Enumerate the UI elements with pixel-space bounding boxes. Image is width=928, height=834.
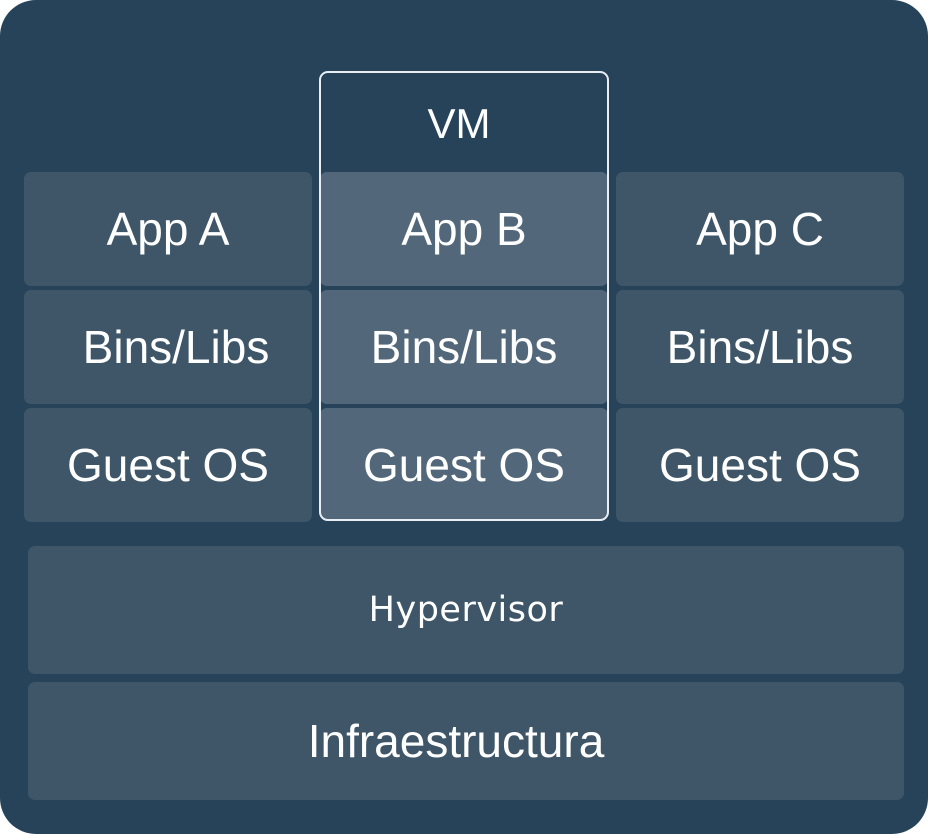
bins-libs-c-cell: Bins/Libs <box>616 290 904 404</box>
app-b-cell: App B <box>320 172 608 286</box>
hypervisor-layer: Hypervisor <box>28 546 904 674</box>
bins-libs-a-cell: Bins/Libs <box>24 290 312 404</box>
guest-os-a-cell: Guest OS <box>24 408 312 522</box>
guest-os-b-cell: Guest OS <box>320 408 608 521</box>
infrastructure-layer: Infraestructura <box>28 682 904 800</box>
app-a-cell: App A <box>24 172 312 286</box>
guest-os-c-cell: Guest OS <box>616 408 904 522</box>
vm-label: VM <box>427 100 491 147</box>
app-c-cell: App C <box>616 172 904 286</box>
bins-libs-b-cell: Bins/Libs <box>320 290 608 404</box>
